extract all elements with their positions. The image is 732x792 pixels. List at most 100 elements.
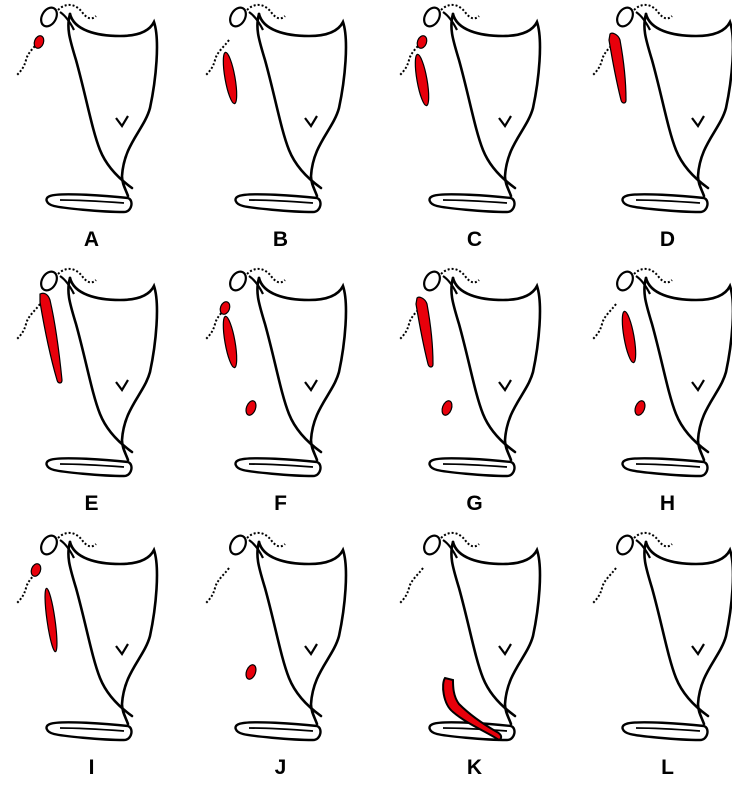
lower-oval-region xyxy=(633,399,647,416)
v-mark xyxy=(499,644,511,654)
panel-drawing xyxy=(576,0,732,264)
panel-label: J xyxy=(189,756,372,780)
panel-drawing xyxy=(189,0,372,264)
v-mark xyxy=(499,380,511,390)
panel-b: B xyxy=(189,0,372,264)
upper-oval-region xyxy=(30,562,43,577)
ring-outline xyxy=(38,269,60,293)
body-outline-right xyxy=(259,542,346,724)
body-outline-right xyxy=(259,14,346,196)
panel-i: I xyxy=(0,528,183,792)
mid-segment-thin-region xyxy=(43,588,60,652)
v-mark xyxy=(116,644,128,654)
panel-h: H xyxy=(576,264,732,528)
bottom-hook-inner xyxy=(60,464,124,467)
bottom-hook-inner xyxy=(249,464,313,467)
panel-label: E xyxy=(0,492,183,516)
body-outline-left xyxy=(644,278,708,452)
bottom-hook-inner xyxy=(636,200,700,203)
ring-outline xyxy=(614,269,636,293)
bottom-hook-inner xyxy=(60,728,124,731)
panel-drawing xyxy=(383,528,566,792)
bottom-hook-inner xyxy=(249,728,313,731)
v-mark xyxy=(116,380,128,390)
bottom-hook-inner xyxy=(443,200,507,203)
panel-label: G xyxy=(383,492,566,516)
bottom-hook-inner xyxy=(443,464,507,467)
body-outline-right xyxy=(453,542,540,724)
panel-l: L xyxy=(576,528,732,792)
bottom-hook-inner xyxy=(443,728,507,731)
body-outline-left xyxy=(257,278,321,452)
panel-j: J xyxy=(189,528,372,792)
body-outline-left xyxy=(644,14,708,188)
bottom-hook-inner xyxy=(249,200,313,203)
v-mark xyxy=(692,380,704,390)
full-segment-wide-region xyxy=(40,293,62,383)
panel-drawing xyxy=(0,528,183,792)
ring-outline xyxy=(227,5,249,29)
panel-label: K xyxy=(383,756,566,780)
v-mark xyxy=(305,380,317,390)
body-outline-right xyxy=(70,14,157,196)
bottom-hook-inner xyxy=(636,728,700,731)
full-segment-region xyxy=(416,297,433,367)
body-outline-right xyxy=(70,542,157,724)
panel-label: B xyxy=(189,228,372,252)
panel-g: G xyxy=(383,264,566,528)
v-mark xyxy=(305,644,317,654)
panel-e: E xyxy=(0,264,183,528)
v-mark xyxy=(692,116,704,126)
ring-outline xyxy=(421,533,443,557)
body-outline-left xyxy=(257,14,321,188)
panel-drawing xyxy=(0,0,183,264)
body-outline-left xyxy=(451,542,515,716)
panel-drawing xyxy=(576,264,732,528)
body-outline-right xyxy=(646,542,732,724)
ring-outline xyxy=(227,533,249,557)
body-outline-right xyxy=(646,278,732,460)
ring-outline xyxy=(614,5,636,29)
v-mark xyxy=(116,116,128,126)
panel-a: A xyxy=(0,0,183,264)
lower-oval-region xyxy=(440,399,454,416)
body-outline-left xyxy=(451,14,515,188)
body-outline-left xyxy=(68,542,132,716)
ring-outline xyxy=(421,5,443,29)
body-outline-right xyxy=(453,14,540,196)
ring-outline xyxy=(421,269,443,293)
bottom-bend-region xyxy=(443,678,501,740)
panel-label: L xyxy=(576,756,732,780)
panel-drawing xyxy=(189,264,372,528)
v-mark xyxy=(692,644,704,654)
panel-label: F xyxy=(189,492,372,516)
panel-k: K xyxy=(383,528,566,792)
panel-label: I xyxy=(0,756,183,780)
lower-oval-region xyxy=(244,399,258,416)
panel-c: C xyxy=(383,0,566,264)
body-outline-left xyxy=(644,542,708,716)
ring-outline xyxy=(614,533,636,557)
panel-drawing xyxy=(0,264,183,528)
panel-label: D xyxy=(576,228,732,252)
ring-outline xyxy=(38,5,60,29)
mid-segment-region xyxy=(620,311,639,364)
panel-f: F xyxy=(189,264,372,528)
v-mark xyxy=(305,116,317,126)
bottom-hook-inner xyxy=(636,464,700,467)
panel-drawing xyxy=(189,528,372,792)
panel-drawing xyxy=(383,264,566,528)
body-outline-right xyxy=(70,278,157,460)
panel-label: C xyxy=(383,228,566,252)
mid-segment-region xyxy=(221,316,240,369)
body-outline-right xyxy=(259,278,346,460)
ring-outline xyxy=(227,269,249,293)
full-segment-region xyxy=(609,33,626,103)
body-outline-left xyxy=(451,278,515,452)
panel-drawing xyxy=(383,0,566,264)
body-outline-right xyxy=(453,278,540,460)
mid-segment-region xyxy=(221,52,240,105)
panel-label: H xyxy=(576,492,732,516)
panel-label: A xyxy=(0,228,183,252)
